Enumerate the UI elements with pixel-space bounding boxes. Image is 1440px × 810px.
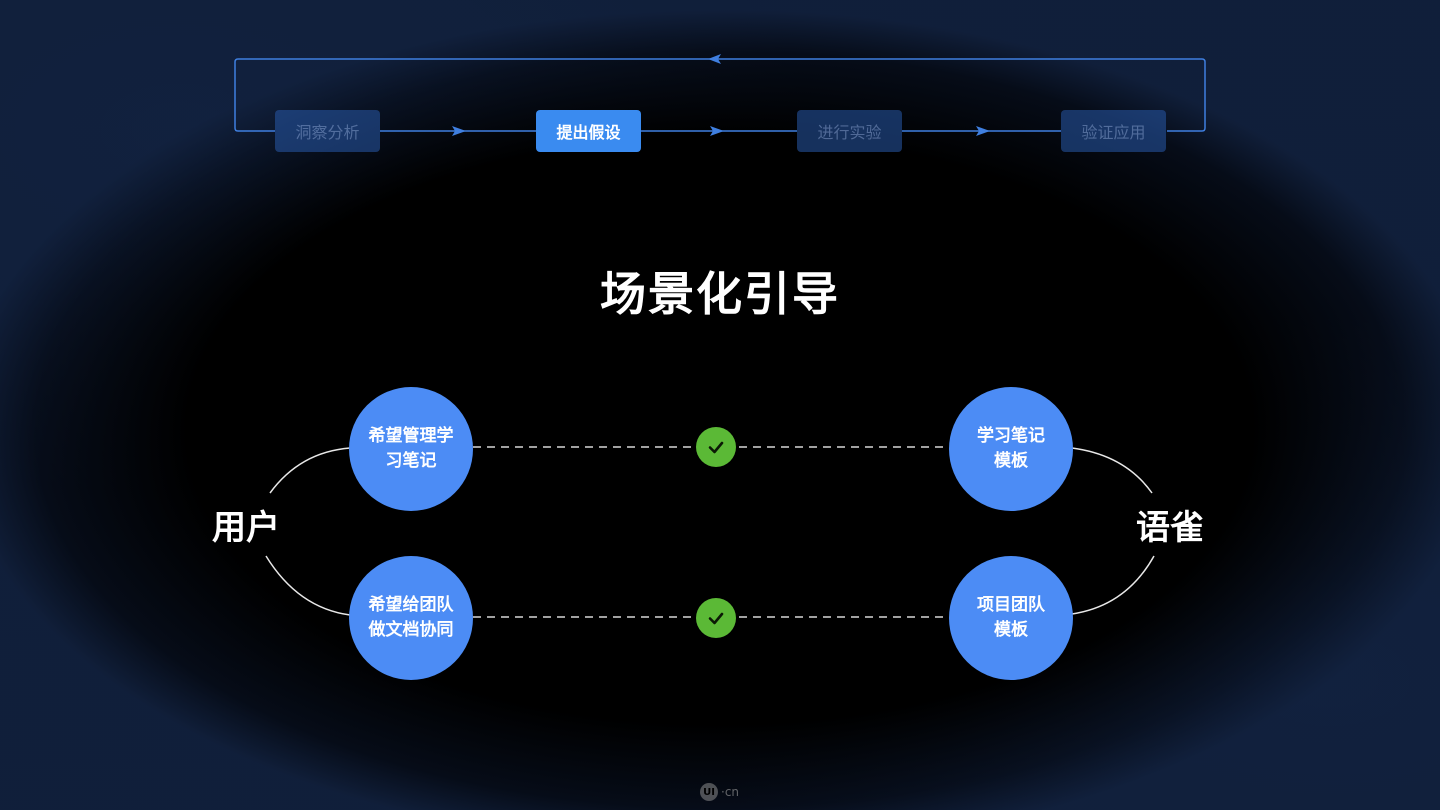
left-upper-curve [269,447,351,494]
flow-arrow-1 [452,126,466,136]
stage-validate-apply: 验证应用 [1061,110,1166,152]
check-icon [696,598,736,638]
user-need-2: 希望给团队 做文档协同 [349,556,473,680]
yuque-template-2: 项目团队 模板 [949,556,1073,680]
user-need-2-line1: 希望给团队 [368,595,454,615]
stage-propose-hypothesis: 提出假设 [536,110,641,152]
user-label: 用户 [212,508,280,548]
stage-insight-analysis: 洞察分析 [275,110,380,152]
yuque-label: 语雀 [1136,508,1204,548]
yuque-template-1-line2: 模板 [994,451,1028,471]
user-need-2-line2: 做文档协同 [368,620,454,640]
check-icon [696,427,736,467]
watermark-text: ·cn [721,785,740,799]
right-upper-curve [1071,447,1153,494]
user-need-1-line2: 习笔记 [385,451,437,471]
left-lower-curve [265,555,351,616]
flow-arrow-3 [976,126,990,136]
yuque-template-2-line2: 模板 [994,620,1028,640]
user-need-1-line1: 希望管理学 [368,426,454,446]
yuque-template-1-line1: 学习笔记 [977,426,1045,446]
feedback-loop-line [234,58,1206,132]
user-need-1: 希望管理学 习笔记 [349,387,473,511]
page-title: 场景化引导 [600,267,840,321]
stage-run-experiment: 进行实验 [797,110,902,152]
right-lower-curve [1071,555,1155,615]
flow-arrow-2 [710,126,724,136]
watermark-logo: UI [700,783,718,801]
yuque-template-1: 学习笔记 模板 [949,387,1073,511]
watermark: UI ·cn [700,783,739,801]
yuque-template-2-line1: 项目团队 [977,595,1045,615]
feedback-arrow [708,54,721,64]
